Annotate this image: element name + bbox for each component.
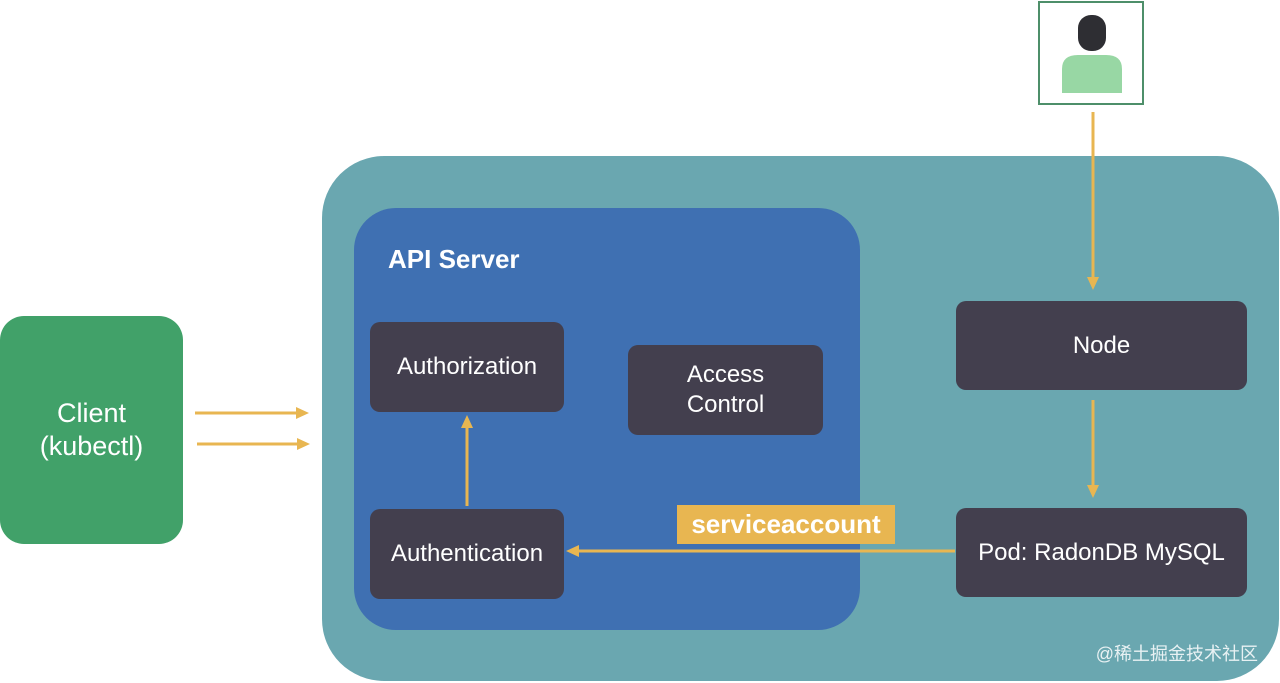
authorization-label: Authorization — [396, 353, 538, 380]
user-silhouette-icon — [1062, 15, 1122, 93]
access-control-label-line2: Control — [686, 391, 765, 418]
node-box: Node — [956, 301, 1247, 390]
client-sublabel: (kubectl) — [39, 431, 144, 461]
serviceaccount-text: serviceaccount — [691, 509, 881, 539]
authentication-to-authorization-arrow-head — [461, 415, 473, 428]
serviceaccount-label: serviceaccount — [677, 505, 895, 544]
pod-box: Pod: RadonDB MySQL — [956, 508, 1247, 597]
client-label: Client — [56, 398, 127, 428]
client-arrow-2-head — [297, 438, 310, 450]
node-label: Node — [1072, 331, 1131, 359]
pod-to-authentication-arrow-head — [566, 545, 579, 557]
authorization-box: Authorization — [370, 322, 564, 412]
authentication-label: Authentication — [390, 540, 544, 567]
user-avatar-icon — [1038, 1, 1144, 105]
authentication-box: Authentication — [370, 509, 564, 599]
access-control-label-line1: Access — [686, 361, 765, 388]
pod-label: Pod: RadonDB MySQL — [978, 538, 1225, 566]
client-node: Client (kubectl) — [0, 316, 183, 544]
watermark: @稀土掘金技术社区 — [1095, 644, 1258, 664]
access-control-box: Access Control — [628, 345, 823, 435]
client-arrow-1-head — [296, 407, 309, 419]
api-server-title: API Server — [388, 244, 520, 274]
node-to-pod-arrow-head — [1087, 485, 1099, 498]
user-to-node-arrow-head — [1087, 277, 1099, 290]
